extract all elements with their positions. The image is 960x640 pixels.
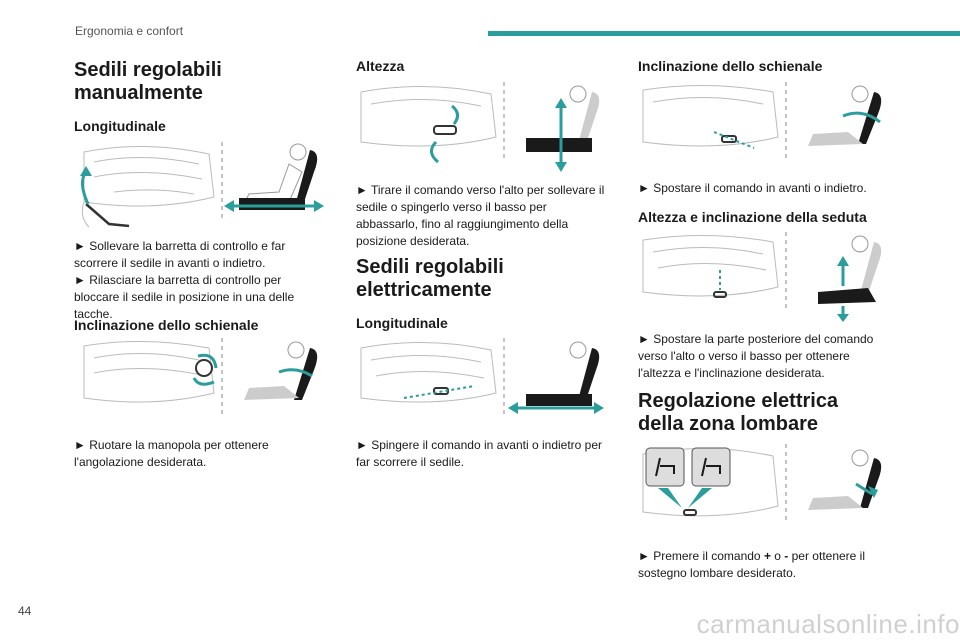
lever-icon bbox=[433, 125, 457, 135]
watermark: carmanualsonline.info bbox=[696, 609, 960, 639]
lift-arrow-icon bbox=[81, 171, 90, 205]
page-header-section: Ergonomia e confort bbox=[75, 24, 184, 38]
section-title: Regolazione elettrica della zona lombare bbox=[638, 390, 839, 435]
lumbar-plus-button-icon bbox=[645, 447, 685, 487]
seat-control-drawing bbox=[81, 146, 215, 228]
illustration-recline-electric bbox=[638, 82, 888, 172]
instruction-text: ► Premere il comando + o - per ottenere … bbox=[638, 549, 866, 580]
instruction-text: ► Spostare la parte posteriore del coman… bbox=[638, 332, 874, 380]
page-number: 44 bbox=[18, 604, 32, 618]
subsection-title: Inclinazione dello schienale bbox=[638, 58, 823, 74]
section-title: Sedili regolabili manualmente bbox=[74, 59, 222, 104]
control-bar bbox=[85, 203, 130, 228]
illustration-longitudinal-electric bbox=[356, 338, 606, 428]
illustration-lumbar bbox=[638, 444, 888, 534]
subsection-title: Longitudinale bbox=[74, 118, 166, 134]
column-manual-seats: Sedili regolabili manualmente Longitudin… bbox=[74, 56, 324, 486]
instruction-text: ► Ruotare la manopola per ottenere l'ang… bbox=[74, 438, 269, 469]
subsection-title: Longitudinale bbox=[356, 315, 448, 331]
instruction-text: ► Spingere il comando in avanti o indiet… bbox=[356, 438, 603, 469]
lumbar-minus-button-icon bbox=[691, 447, 731, 487]
column-electric-adjustments: Inclinazione dello schienale ► Spostare … bbox=[638, 56, 888, 586]
instruction-text: ► Tirare il comando verso l'alto per sol… bbox=[356, 183, 605, 248]
instruction-text: ► Spostare il comando in avanti o indiet… bbox=[638, 181, 867, 195]
subsection-title: Altezza bbox=[356, 58, 405, 74]
minus-symbol: - bbox=[784, 549, 789, 563]
header-accent-bar bbox=[488, 31, 960, 36]
subsection-title: Inclinazione dello schienale bbox=[74, 317, 259, 333]
plus-symbol: + bbox=[763, 549, 771, 563]
knob-icon bbox=[195, 359, 213, 377]
illustration-recline-manual bbox=[74, 338, 324, 428]
seat-occupant-icon bbox=[239, 143, 318, 210]
instruction-text: ► Sollevare la barretta di controllo e f… bbox=[74, 239, 286, 270]
subsection-title: Altezza e inclinazione della seduta bbox=[638, 209, 867, 225]
section-title: Sedili regolabili elettricamente bbox=[356, 256, 504, 301]
instruction-text: ► Rilasciare la barretta di controllo pe… bbox=[74, 273, 295, 321]
column-height-and-electric: Altezza ► Tirare il comando verso l'alto… bbox=[356, 56, 606, 486]
illustration-seat-height-tilt bbox=[638, 232, 888, 322]
illustration-height bbox=[356, 82, 606, 172]
illustration-longitudinal-manual bbox=[74, 142, 324, 232]
